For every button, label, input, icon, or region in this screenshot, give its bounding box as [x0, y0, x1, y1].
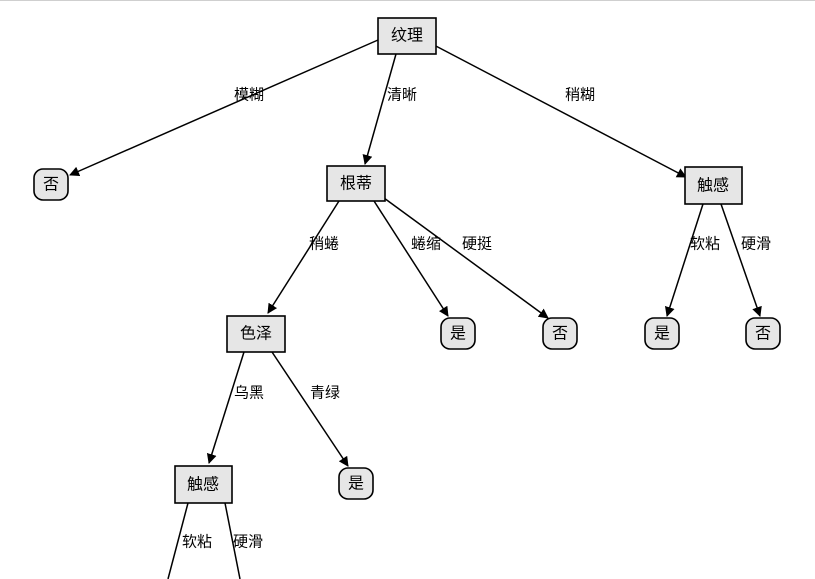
node-touch-bottom: 触感 — [174, 465, 233, 504]
leaf-root-stem-yes-label: 是 — [450, 324, 466, 343]
leaf-root-no: 否 — [33, 168, 69, 201]
node-root-stem: 根蒂 — [326, 165, 386, 202]
edge-root-stem-to-color — [267, 200, 340, 314]
node-touch-bottom-label: 触感 — [187, 475, 219, 494]
edge-touch-bottom-left — [167, 502, 189, 579]
leaf-color-yes-label: 是 — [348, 474, 364, 493]
edge-root-stem-to-leaf-no — [383, 197, 549, 319]
edge-label-green: 青绿 — [310, 384, 340, 402]
edge-label-slightly-blurry: 稍糊 — [565, 86, 595, 104]
leaf-color-yes: 是 — [338, 467, 374, 500]
edge-color-to-leaf-yes — [271, 351, 349, 467]
leaf-touch-top-no: 否 — [745, 317, 781, 350]
edge-texture-to-leaf-no — [69, 39, 379, 176]
edge-touch-bottom-right — [224, 502, 241, 579]
node-texture-label: 纹理 — [391, 26, 423, 45]
node-texture: 纹理 — [377, 17, 437, 55]
edge-label-soft-sticky-top: 软粘 — [690, 235, 720, 253]
edge-color-to-touch-bottom — [206, 351, 245, 464]
node-color-label: 色泽 — [240, 324, 272, 343]
node-touch-top: 触感 — [684, 166, 743, 205]
edge-root-stem-to-leaf-yes — [373, 200, 449, 317]
edge-texture-to-root-stem — [362, 53, 397, 165]
edge-label-hard-smooth-top: 硬滑 — [741, 235, 771, 253]
node-touch-top-label: 触感 — [697, 176, 729, 195]
node-root-stem-label: 根蒂 — [340, 174, 372, 193]
leaf-root-no-label: 否 — [43, 175, 59, 194]
leaf-touch-top-yes: 是 — [644, 317, 680, 350]
leaf-root-stem-yes: 是 — [440, 317, 476, 350]
leaf-root-stem-no-label: 否 — [552, 324, 568, 343]
edge-label-curled: 蜷缩 — [411, 235, 441, 253]
edge-label-black: 乌黑 — [234, 384, 264, 402]
leaf-touch-top-yes-label: 是 — [654, 324, 670, 343]
leaf-touch-top-no-label: 否 — [755, 324, 771, 343]
edge-label-soft-sticky-bottom: 软粘 — [182, 533, 212, 551]
edge-touch-to-leaf-yes — [664, 203, 704, 317]
edge-label-clear: 清晰 — [387, 86, 417, 104]
edge-touch-to-leaf-no — [720, 203, 762, 317]
leaf-root-stem-no: 否 — [542, 317, 578, 350]
edge-label-stiff: 硬挺 — [462, 235, 492, 253]
edge-label-hard-smooth-bottom: 硬滑 — [233, 533, 263, 551]
edge-label-blurry: 模糊 — [234, 86, 264, 104]
node-color: 色泽 — [226, 315, 286, 353]
edge-texture-to-touch — [431, 43, 687, 178]
edge-label-slightly-curled: 稍蜷 — [309, 235, 339, 253]
